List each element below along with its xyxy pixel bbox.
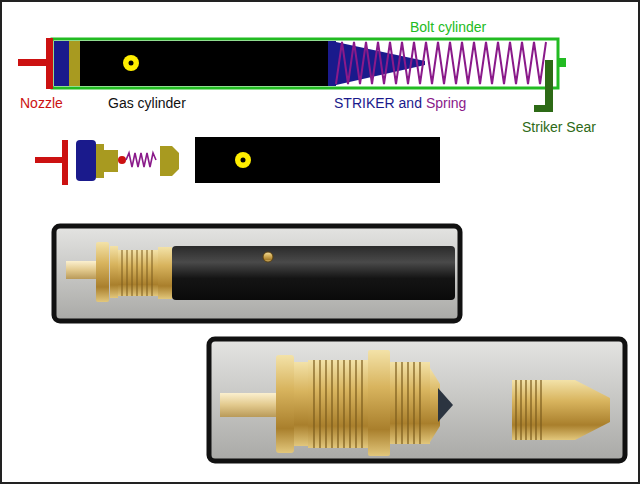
valve-body [69, 41, 80, 86]
valve-stem [66, 261, 100, 279]
gas-cylinder [80, 41, 328, 86]
part-name: Nozzle [20, 95, 63, 111]
valve-seal [76, 140, 96, 181]
gas-cylinder-photo [172, 246, 455, 300]
valve-ball [118, 156, 126, 164]
valve-thread [390, 362, 430, 444]
striker-spring [336, 42, 546, 84]
valve-hex [158, 247, 172, 299]
striker-sear-foot [534, 105, 553, 112]
nozzle-tube [18, 59, 48, 66]
valve-stem [220, 393, 278, 417]
valve-thread [308, 360, 368, 448]
valve-cap [160, 146, 179, 176]
valve-hex [368, 350, 390, 456]
fill-port-screw [263, 252, 273, 262]
part-name: Striker Sear [522, 119, 596, 135]
fill-port [235, 152, 251, 168]
valve-stem-housing [104, 150, 118, 172]
gas-cylinder [195, 137, 440, 183]
valve-body [96, 144, 104, 178]
valve-ring [110, 246, 118, 298]
part-name: Spring [426, 95, 466, 111]
valve-spring [126, 153, 156, 167]
valve-flange [276, 355, 294, 453]
valve-seal [54, 41, 69, 86]
valve-seal-tip [438, 388, 453, 422]
thread-lines [122, 250, 152, 296]
striker-sear [545, 60, 553, 112]
thread-lines [396, 362, 420, 444]
bolt-cylinder [52, 39, 558, 88]
part-name: Gas cylinder [108, 95, 186, 111]
part-name: STRIKER and [334, 95, 422, 111]
fill-port-hole [129, 61, 134, 66]
thread-lines [516, 380, 541, 440]
fill-port-hole [241, 158, 246, 163]
fill-port [123, 55, 139, 71]
valve-ring [294, 362, 308, 446]
photo-frame [209, 339, 625, 461]
nozzle-flange [62, 140, 68, 185]
bolt-cylinder-stub [558, 58, 566, 67]
nozzle-flange [46, 38, 53, 89]
valve-thread [118, 250, 158, 296]
striker-head [328, 41, 336, 86]
photo-frame [54, 226, 460, 321]
valve-cap [512, 380, 610, 440]
valve-flange [96, 242, 109, 302]
thread-lines [314, 360, 362, 448]
part-name: Bolt cylinder [410, 19, 486, 35]
